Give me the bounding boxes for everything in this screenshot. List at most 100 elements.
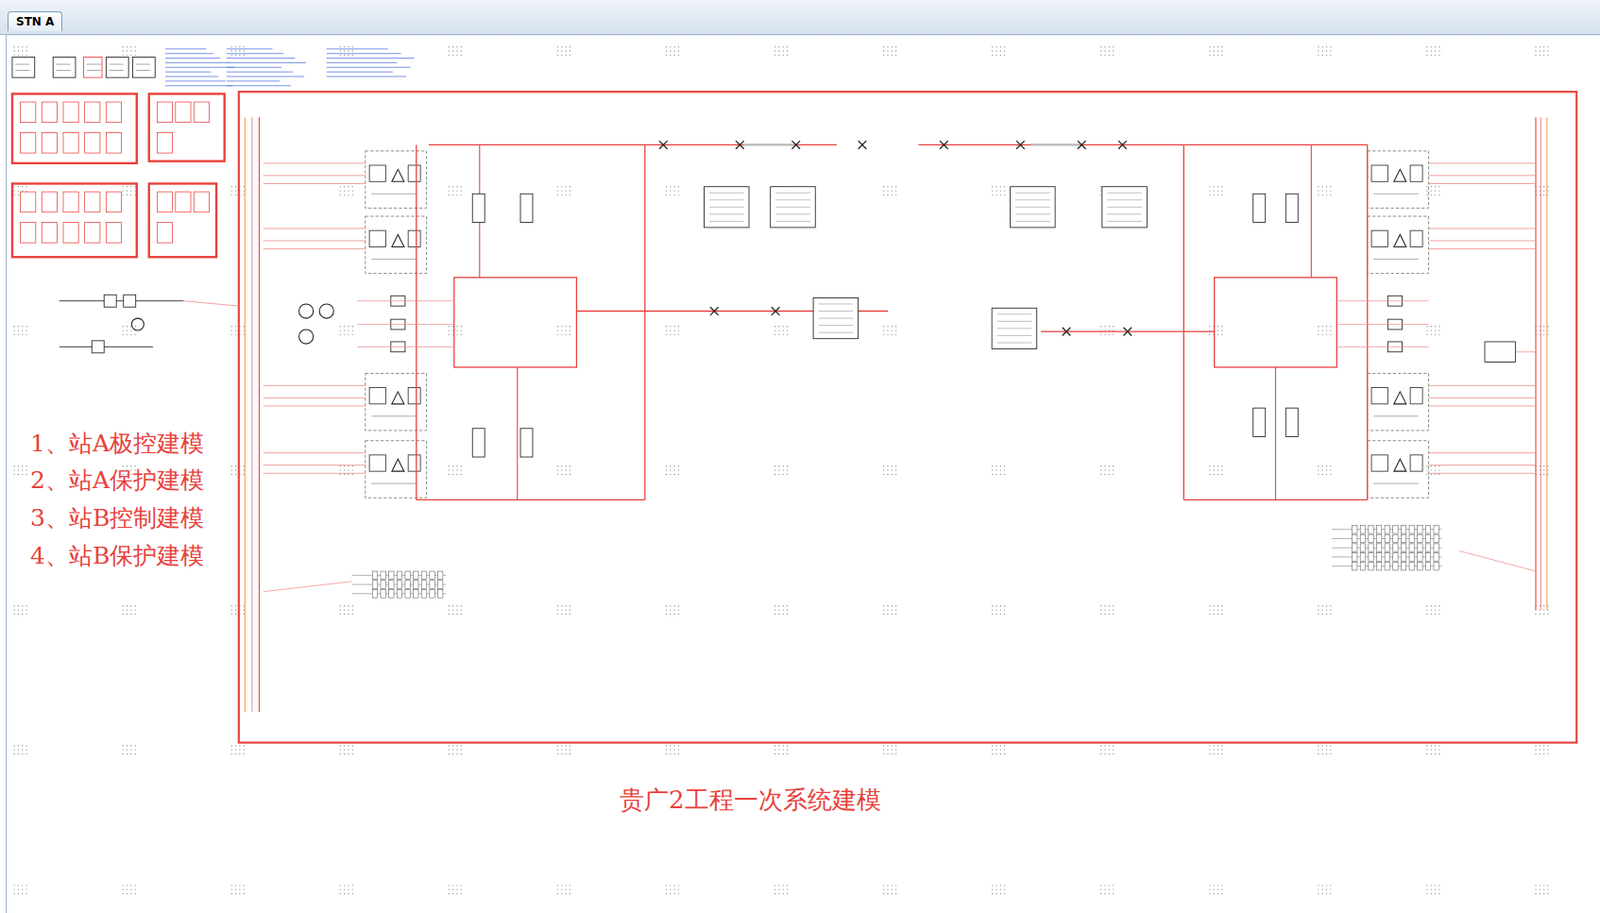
grid-dot [456,753,458,755]
grid-dot [347,888,349,890]
grid-dot [1547,189,1549,191]
grid-dot [1434,50,1436,52]
grid-dot [343,325,345,327]
valve-symbol [1394,391,1407,405]
wire [263,397,366,399]
grid-dot [891,465,893,467]
grid-dot [1430,605,1432,607]
grid-dot [13,46,15,48]
grid-dot [13,893,15,895]
grid-dot [352,753,354,755]
grid-dot [995,46,997,48]
valve-block [1410,388,1423,405]
source-block [123,294,137,307]
grid-dot [1208,613,1210,615]
grid-dot [130,885,132,886]
tiny-text-mark [775,206,811,208]
grid-dot [665,609,667,611]
grid-dot [122,50,124,52]
grid-dot [886,469,888,471]
tiny-text-mark [997,342,1033,344]
grid-dot [343,613,345,615]
grid-dot [126,748,128,750]
grid-dot [569,189,571,191]
grid-dot [995,745,997,747]
grid-dot [678,54,680,56]
terminal-block [405,580,410,590]
terminal-block [1409,525,1414,534]
grid-dot [456,189,458,191]
grid-dot [678,469,680,471]
grid-dot [21,613,23,615]
grid-dot [1426,325,1428,327]
grid-dot [243,329,245,331]
grid-dot [448,893,450,895]
terminal-block [396,589,402,598]
grid-dot [122,194,124,196]
converter-loop [454,277,578,368]
grid-dot [452,465,454,467]
wire [263,174,366,176]
grid-dot [669,189,671,191]
grid-dot [561,189,562,191]
grid-dot [231,474,233,476]
wire [1514,351,1536,353]
control-module [41,132,57,154]
grid-dot [774,748,776,750]
grid-dot [1434,893,1436,895]
grid-dot [347,325,349,327]
grid-dot [130,334,132,336]
grid-dot [460,745,462,747]
grid-dot [1212,885,1214,886]
grid-dot [460,469,462,471]
grid-dot [1112,54,1114,56]
terminal-block [1376,553,1381,562]
filter-symbol [520,193,533,222]
grid-dot [235,465,237,467]
wire [357,300,455,302]
grid-dot [564,189,566,191]
grid-dot [130,46,132,48]
grid-dot [786,54,788,56]
grid-dot [1221,54,1223,56]
grid-dot [1000,745,1002,747]
grid-dot [891,609,893,611]
grid-dot [1543,194,1545,196]
grid-dot [1543,329,1545,331]
grid-dot [238,753,240,755]
grid-dot [1317,474,1319,476]
grid-dot [895,605,897,607]
grid-dot [1322,469,1324,471]
wire [918,144,1184,146]
grid-dot [347,745,349,747]
terminal-block [405,571,410,580]
grid-dot [456,474,458,476]
grid-dot [669,885,671,886]
grid-dot [1208,465,1210,467]
grid-dot [343,194,345,196]
grid-dot [1112,893,1114,895]
grid-dot [995,465,997,467]
grid-dot [243,609,245,611]
grid-dot [1108,469,1110,471]
line-data-block [1010,187,1056,228]
grid-dot [561,50,562,52]
grid-dot [1000,613,1002,615]
annotation-mark [226,52,285,54]
grid-dot [569,888,571,890]
grid-dot [460,613,462,615]
grid-dot [21,189,23,191]
grid-dot [786,329,788,331]
grid-dot [669,893,671,895]
annotation-mark [165,85,233,86]
grid-dot [774,46,776,48]
tiny-text-mark [1106,199,1142,201]
grid-dot [448,474,450,476]
grid-dot [452,469,454,471]
grid-dot [1104,888,1106,890]
grid-dot [1426,893,1428,895]
grid-dot [1004,888,1005,890]
terminal-block [1360,525,1365,534]
grid-dot [1329,329,1331,331]
